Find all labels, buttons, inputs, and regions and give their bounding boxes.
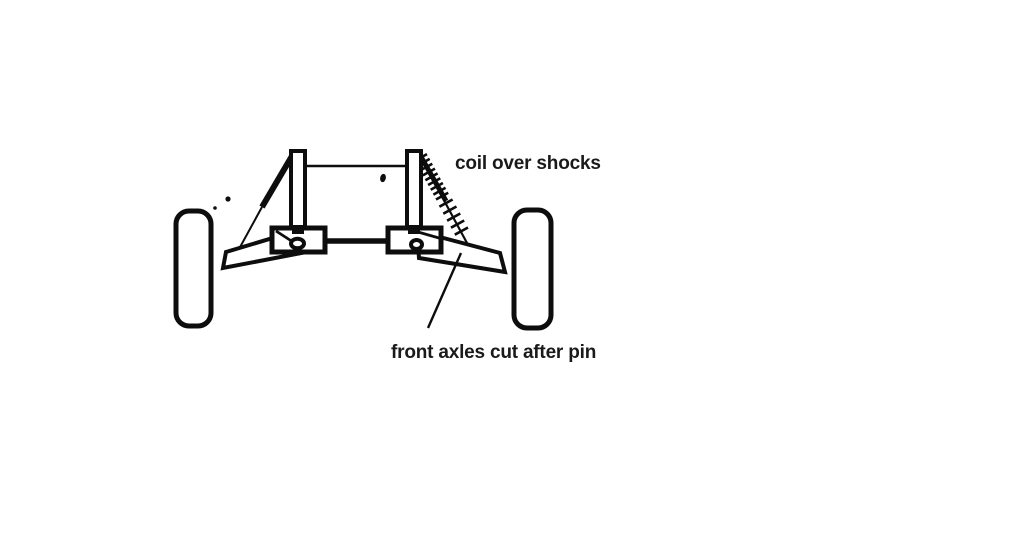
left-upright-post xyxy=(289,149,307,235)
right-upright-post xyxy=(405,149,423,235)
stray-dot xyxy=(225,196,231,202)
coil-spring xyxy=(414,152,469,244)
right-pin xyxy=(409,238,424,251)
front-axles-label: front axles cut after pin xyxy=(391,342,597,363)
wheel-speck xyxy=(213,206,217,210)
left-shock-rod xyxy=(238,206,263,250)
coil-over-shocks-label: coil over shocks xyxy=(455,153,601,174)
left-pin xyxy=(289,236,306,251)
right-post-cap xyxy=(408,225,420,234)
right-block-diagonal xyxy=(417,230,440,240)
right-wheel xyxy=(511,207,554,331)
left-shock-body xyxy=(259,154,295,209)
left-post-cap xyxy=(292,225,304,234)
left-shock xyxy=(238,154,295,250)
left-wheel xyxy=(173,208,214,329)
frame-dot xyxy=(380,173,386,183)
axle-pointer-line xyxy=(426,252,463,329)
